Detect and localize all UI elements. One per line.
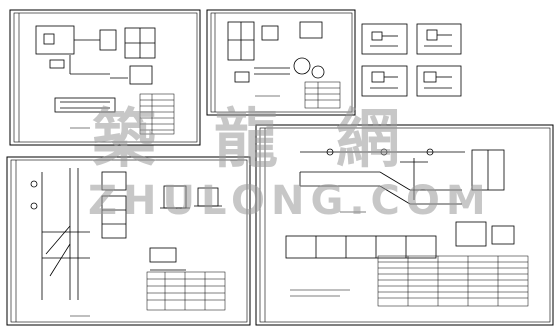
detail-sheet-b bbox=[416, 23, 462, 55]
drawing-sheet-1 bbox=[9, 9, 201, 146]
detail-sheet-c bbox=[361, 65, 408, 97]
drawing-sheet-3 bbox=[6, 156, 251, 326]
detail-sheet-d bbox=[416, 65, 462, 97]
drawing-sheet-2 bbox=[206, 9, 356, 116]
detail-sheet-a bbox=[361, 23, 408, 55]
drawing-sheet-4 bbox=[255, 124, 554, 326]
